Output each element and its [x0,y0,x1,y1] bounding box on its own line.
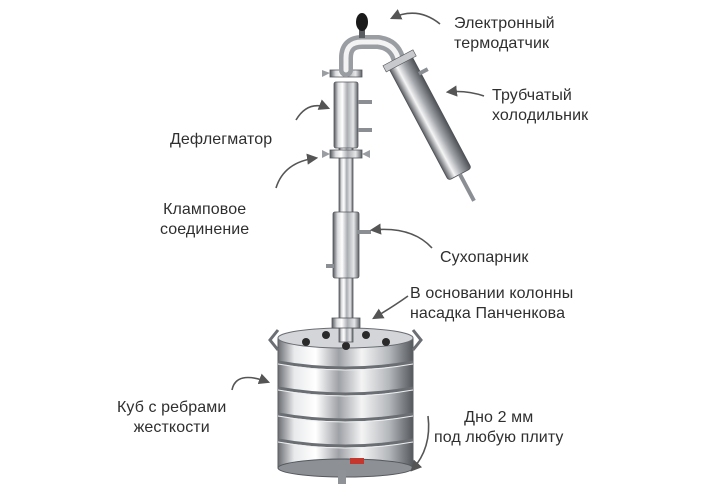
thermo-sensor [356,13,368,38]
arrow-panchenkov [372,295,409,320]
distiller-apparatus [268,13,476,484]
arrow-clamp [275,153,319,189]
boiler-tank [268,327,423,484]
label-thermo-sensor: Электронный термодатчик [454,15,555,52]
label-boiler-tank: Куб с ребрами жесткости [117,399,227,436]
label-clamp-joint: Кламповое соединение [160,201,250,238]
tube-condenser [382,49,476,202]
arrow-thermo [389,9,441,25]
dephlegmator [322,69,372,149]
arrow-cube [231,373,271,391]
label-tube-condenser: Трубчатый холодильник [492,87,589,124]
arrow-bottom [410,415,430,472]
arrow-condenser [445,85,485,97]
arrow-dry-steamer [369,223,433,249]
clamp-joint [322,149,370,159]
label-bottom: Дно 2 мм под любую плиту [434,409,564,446]
dry-steamer [326,211,371,279]
vapor-bend [339,35,405,77]
label-dephlegmator: Дефлегматор [170,131,273,148]
arrow-dephlegmator [295,99,331,121]
label-panchenkov: В основании колонны насадка Панченкова [410,285,574,322]
label-dry-steamer: Сухопарник [440,249,529,266]
